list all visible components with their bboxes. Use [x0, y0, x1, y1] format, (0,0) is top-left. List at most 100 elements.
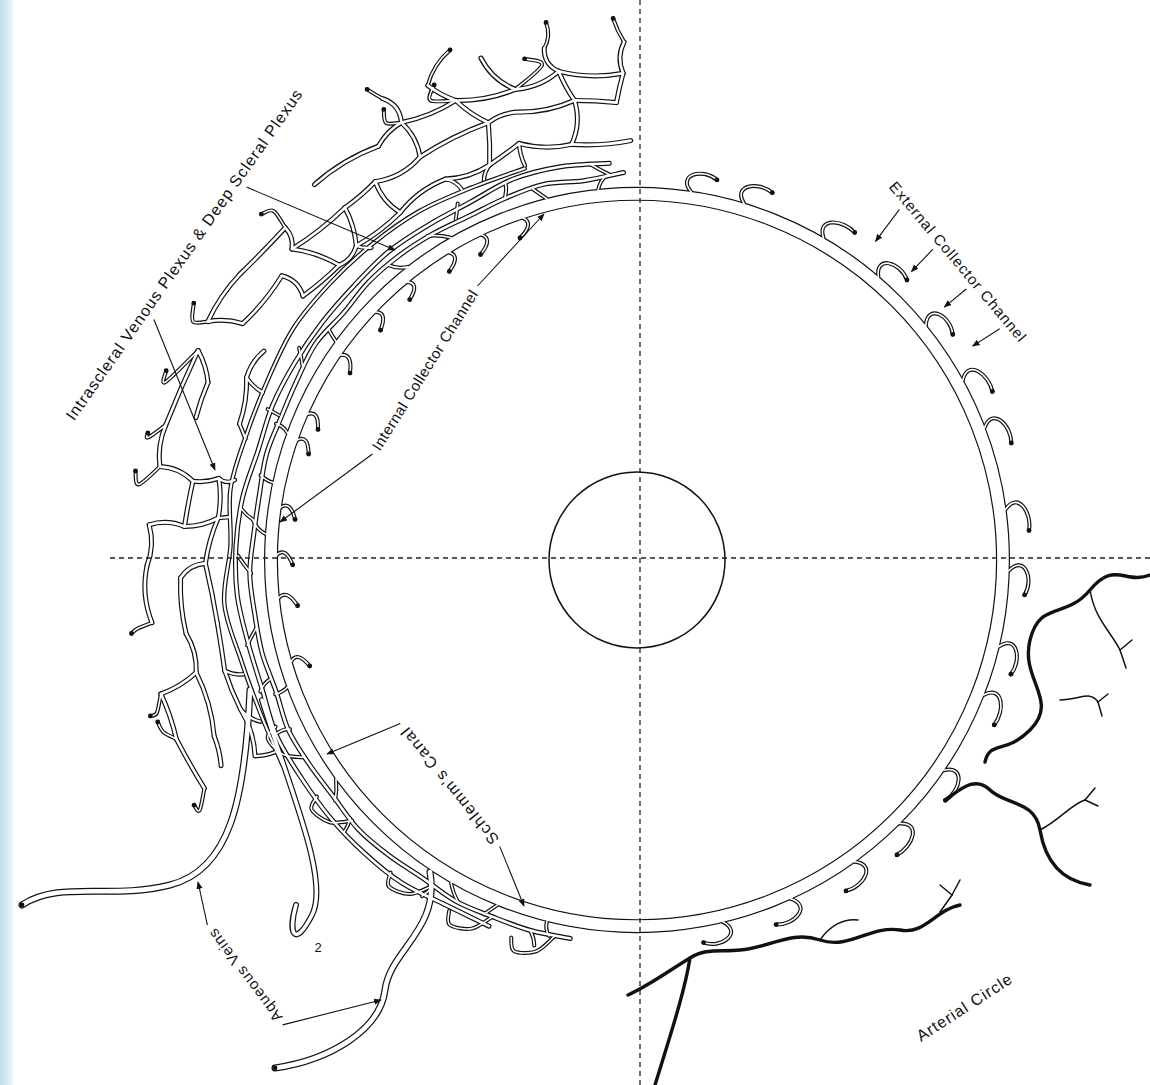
vessel-end-dot: [164, 368, 169, 373]
vessel-lumen: [240, 228, 285, 274]
vessel-end-dot: [1009, 672, 1014, 677]
vessel-lumen: [297, 439, 309, 454]
vessel-end-dot: [259, 212, 264, 217]
vessel-end-dot: [432, 83, 437, 88]
vertical-axis: [639, 0, 640, 1085]
vessel-wall: [616, 73, 623, 102]
vessel-wall: [198, 351, 208, 383]
vessel-lumen: [214, 736, 221, 765]
vessel-end-dot: [950, 332, 955, 337]
vessel-lumen: [243, 276, 282, 324]
vessel-lumen: [208, 274, 240, 322]
vessel-end-dot: [378, 328, 383, 333]
vessel-end-dot: [293, 517, 298, 522]
vessel-wall: [285, 228, 292, 249]
vessel-lumen: [544, 22, 548, 48]
vessel-end-dot: [774, 922, 779, 927]
vessel-lumen: [160, 467, 193, 482]
artery-twig: [1090, 590, 1120, 650]
vessel-lumen: [546, 921, 549, 936]
vessel-lumen: [375, 157, 420, 182]
vessel-wall: [375, 312, 384, 330]
vessel-wall: [235, 163, 609, 926]
vessel-wall: [420, 123, 488, 157]
vessel-lumen: [846, 862, 866, 891]
vessel-wall: [515, 71, 558, 89]
vessel-end-dot: [895, 853, 900, 858]
artery: [655, 958, 690, 1085]
vessel-wall: [445, 179, 461, 189]
vessel-wall: [22, 690, 250, 905]
vessel-lumen: [407, 282, 415, 300]
vessel-wall: [247, 377, 263, 392]
vessel-lumen: [481, 235, 488, 255]
artery-twig: [1040, 800, 1085, 830]
vessel-wall: [375, 157, 420, 182]
vessel-end-dot: [129, 631, 134, 636]
vessel-lumen: [616, 73, 623, 102]
vessel-wall: [292, 208, 345, 249]
vessel-lumen: [481, 58, 516, 89]
leader-line: [198, 882, 207, 925]
vessel-wall: [531, 931, 535, 946]
leader-line: [154, 320, 215, 471]
vessel-wall: [481, 58, 516, 89]
vessel-lumen: [378, 123, 401, 147]
vessel-lumen: [240, 424, 246, 439]
vessel-lumen: [247, 627, 257, 645]
vessel-lumen: [240, 377, 247, 424]
vessel-wall: [367, 89, 383, 98]
artery-twig: [1085, 800, 1098, 806]
vessel-wall: [572, 100, 578, 144]
vessel-wall: [218, 478, 220, 518]
vessel-wall: [559, 71, 623, 76]
vessel-wall: [161, 673, 196, 694]
vessel-lumen: [572, 141, 631, 145]
vessel-lumen: [356, 213, 400, 246]
vessel-wall: [247, 351, 264, 377]
vessel-lumen: [132, 623, 153, 634]
vessel-lumen: [161, 673, 196, 694]
artery-twig: [1060, 696, 1098, 702]
vessel-lumen: [176, 739, 204, 788]
vessel-lumen: [261, 475, 274, 483]
vessel-lumen: [185, 481, 193, 526]
arteries: [628, 575, 1150, 1085]
vessel-lumen: [544, 48, 559, 71]
vessel-lumen: [999, 643, 1017, 674]
artery-twig: [1120, 640, 1132, 650]
vessel-lumen: [375, 182, 400, 213]
vessel-end-dot: [155, 720, 160, 725]
vessel-lumen: [356, 246, 371, 248]
vessel-wall: [511, 937, 554, 953]
vessel-wall: [999, 643, 1017, 674]
vessel-end-dot: [148, 714, 153, 719]
leader-lines: [154, 187, 1000, 1025]
vessel-lumen: [741, 186, 772, 204]
vessel-lumen: [345, 208, 356, 246]
vessel-lumen: [225, 671, 244, 675]
vessel-wall: [208, 320, 243, 323]
vessel-end-dot: [365, 87, 370, 92]
vessel-end-dot: [715, 178, 720, 183]
vessel-end-dot: [990, 389, 995, 394]
vessel-wall: [741, 186, 772, 204]
vessel-wall: [345, 182, 375, 208]
vessel-lumen: [185, 518, 219, 527]
vessel-end-dot: [191, 301, 196, 306]
vessel-wall: [328, 328, 336, 341]
vessel-lumen: [253, 520, 266, 534]
artery-twig: [1120, 650, 1126, 668]
artery-twig: [940, 895, 952, 912]
vessel-lumen: [445, 179, 461, 189]
leader-line: [500, 846, 524, 906]
vessel-wall: [291, 657, 310, 666]
vessel-wall: [160, 467, 193, 482]
vessel-lumen: [388, 873, 431, 894]
vessel-wall: [196, 383, 208, 418]
vessel-wall: [176, 739, 204, 788]
vessel-wall: [335, 779, 336, 801]
vessel-lumen: [704, 922, 731, 944]
